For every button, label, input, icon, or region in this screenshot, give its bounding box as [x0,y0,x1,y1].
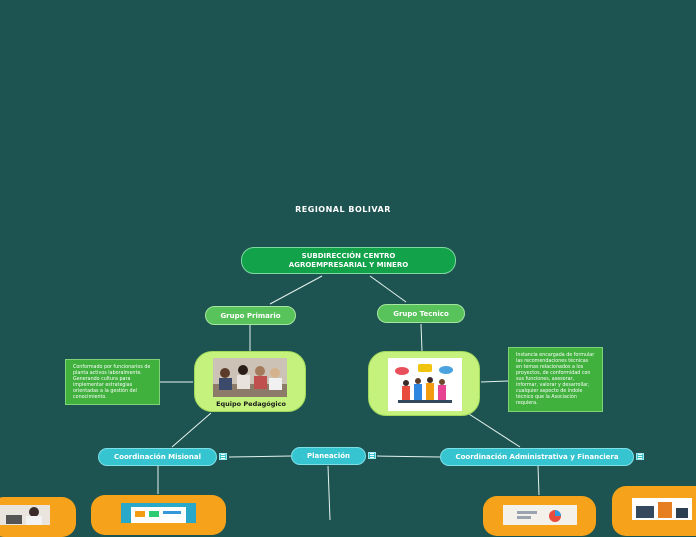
orange-card-right[interactable] [612,486,696,536]
orange-card-administrativa[interactable] [483,496,596,536]
note-lines-icon[interactable] [636,453,644,460]
office-illustration-image [632,498,692,520]
equipo-pedagogico-label: Equipo Pedagógico [216,400,286,408]
note-grupo-tecnico: Instancia encargada de formular las reco… [508,347,603,412]
root-topic-line1: SUBDIRECCIÓN CENTRO [301,252,396,261]
root-topic[interactable]: SUBDIRECCIÓN CENTRO AGROEMPRESARIAL Y MI… [241,247,456,274]
person-laptop-image [0,505,50,525]
grupo-tecnico-card[interactable] [368,351,480,416]
map-title: REGIONAL BOLIVAR [295,205,391,214]
note-lines-icon[interactable] [219,453,227,460]
group-tecnico[interactable]: Grupo Tecnico [377,304,465,323]
note-grupo-primario: Conformado por funcionarios de planta ac… [65,359,160,405]
subtopic-coordinacion-administrativa[interactable]: Coordinación Administrativa y Financiera [440,448,634,466]
group-primario[interactable]: Grupo Primario [205,306,296,325]
team-photo-image [213,358,287,397]
subtopic-coordinacion-misional[interactable]: Coordinación Misional [98,448,217,466]
team-illustration-image [388,358,462,411]
orange-card-misional[interactable] [91,495,226,535]
orange-card-left[interactable] [0,497,76,537]
chart-illustration-image [503,505,577,525]
root-topic-line2: AGROEMPRESARIAL Y MINERO [288,260,409,269]
connector-lines [157,275,540,520]
note-lines-icon[interactable] [368,452,376,459]
subtopic-planeacion[interactable]: Planeación [291,447,366,465]
equipo-pedagogico-card[interactable]: Equipo Pedagógico [194,351,306,412]
dashboard-illustration-image [121,503,196,523]
